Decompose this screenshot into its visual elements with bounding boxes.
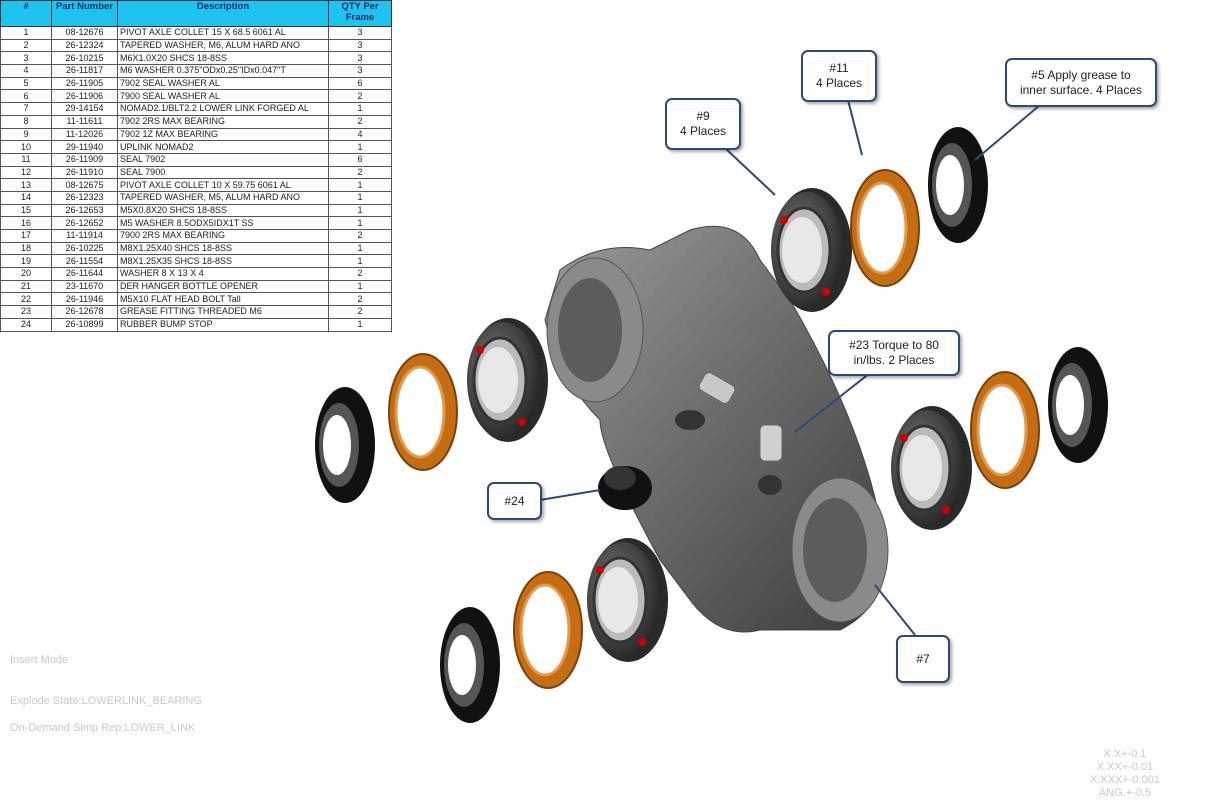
bearing-lower-left — [585, 536, 670, 664]
bearing-lower-right — [889, 404, 974, 532]
callout-11-title: #11 — [829, 61, 849, 75]
tolerance-2-decimal: X.XX+-0.01 — [1096, 761, 1154, 773]
bearing-upper-left — [465, 316, 550, 444]
tolerance-block: X.X+-0.1 X.XX+-0.01 X.XXX+-0.001 ANG.+-0… — [1080, 748, 1170, 800]
qty-cell: 3 — [328, 26, 392, 40]
callout-9-title: #9 — [696, 109, 710, 123]
callout-5-note: inner surface. 4 Places — [1019, 82, 1143, 97]
callout-7: #7 — [896, 635, 950, 683]
bill-of-materials-table: # Part Number Description QTY Per Frame … — [0, 0, 392, 332]
callout-5: #5 Apply grease to inner surface. 4 Plac… — [1005, 58, 1157, 107]
callout-9: #9 4 Places — [665, 98, 741, 150]
callout-5-title: #5 Apply grease to — [1031, 67, 1131, 82]
grease-fitting-lower — [759, 424, 783, 462]
callout-23-title: #23 Torque to 80 — [849, 338, 939, 352]
simp-rep-label: On-Demand Simp Rep:LOWER_LINK — [10, 722, 196, 734]
tolerance-angle: ANG.+-0.5 — [1098, 787, 1152, 799]
callout-24-title: #24 — [504, 493, 525, 508]
table-header-row: # Part Number Description QTY Per Frame — [0, 0, 392, 27]
seal-washer-lower-left — [512, 570, 584, 690]
callout-23: #23 Torque to 80 in/lbs. 2 Places — [828, 330, 960, 376]
description-cell: TAPERED WASHER, M6, ALUM HARD ANO — [117, 38, 329, 53]
rubber-bump-stop — [598, 466, 652, 510]
header-number: # — [0, 0, 52, 27]
seal-lower-left — [440, 607, 500, 723]
tolerance-1-decimal: X.X+-0.1 — [1103, 748, 1147, 760]
callout-9-note: 4 Places — [679, 124, 727, 138]
lower-link-body — [544, 225, 889, 633]
header-description: Description — [117, 0, 329, 27]
callout-7-title: #7 — [916, 651, 930, 666]
header-qty: QTY Per Frame — [328, 0, 392, 27]
seal-lower-right — [1048, 347, 1108, 463]
callout-leaders — [539, 99, 1041, 636]
explode-state-label: Explode State:LOWERLINK_BEARING — [10, 695, 202, 707]
callout-23-note: in/lbs. 2 Places — [853, 353, 935, 367]
qty-cell: 3 — [328, 38, 392, 53]
callout-11: #11 4 Places — [801, 50, 877, 102]
seal-upper-right — [928, 127, 988, 243]
callout-24: #24 — [487, 482, 542, 520]
seal-washer-lower-right — [969, 370, 1041, 490]
bearing-upper-right — [769, 186, 854, 314]
callout-11-note: 4 Places — [815, 76, 863, 90]
seal-washer-upper-right — [849, 168, 921, 288]
tolerance-3-decimal: X.XXX+-0.001 — [1089, 774, 1161, 786]
description-cell: PIVOT AXLE COLLET 15 X 68.5 6061 AL — [117, 26, 329, 40]
qty-cell: 1 — [328, 317, 392, 332]
grease-fitting-upper — [698, 372, 736, 404]
insert-mode-label: Insert Mode — [10, 654, 69, 666]
seal-upper-left — [315, 387, 375, 503]
seal-washer-upper-left — [387, 352, 459, 472]
